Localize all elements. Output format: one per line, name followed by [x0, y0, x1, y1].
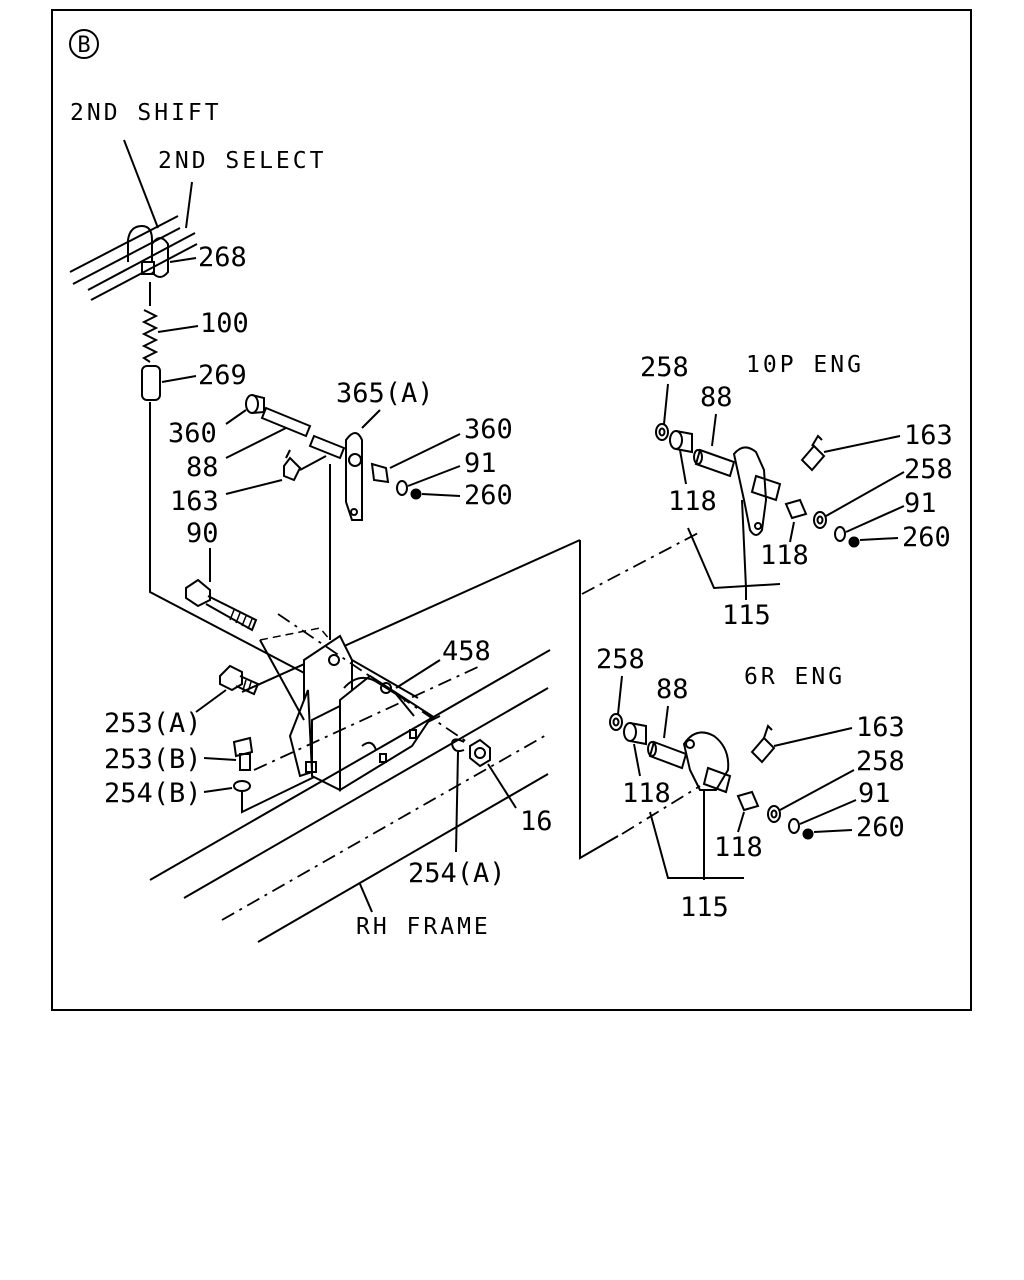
rh-frame: [149, 649, 551, 943]
guide-lines-main: [149, 402, 619, 860]
part-label-6r-163: 163: [856, 712, 905, 743]
part-label-458: 458: [442, 636, 491, 667]
grease-nipple-163-6r: [750, 724, 853, 764]
section-mark-letter: B: [77, 33, 90, 58]
bushing-360-right: [370, 433, 461, 484]
label-2nd-select: 2ND SELECT: [158, 148, 326, 174]
lever-6r: [682, 731, 732, 880]
part-label-268: 268: [198, 242, 247, 273]
washer-258-10p-b: [813, 471, 905, 529]
part-label-16: 16: [520, 806, 553, 837]
part-label-260: 260: [464, 480, 513, 511]
bracket-115-6r: [649, 811, 744, 879]
pin-260-10p: [848, 536, 899, 548]
part-label-10p-115: 115: [722, 600, 771, 631]
part-label-360-right: 360: [464, 414, 513, 445]
part-label-10p-118b: 118: [760, 540, 809, 571]
part-label-91: 91: [464, 448, 497, 479]
bushing-118-6r-a: [623, 722, 647, 777]
pin-269: [141, 365, 197, 401]
part-label-360-left: 360: [168, 418, 217, 449]
part-number-labels-10p: 258 88 163 258 91 260 118 118 115: [640, 352, 953, 631]
lever-10p: [732, 446, 782, 589]
part-label-6r-115: 115: [680, 892, 729, 923]
bolt-90: [185, 548, 258, 632]
bracket-458: [259, 627, 441, 792]
axis-10p: [581, 531, 701, 595]
washer-91-6r: [788, 799, 857, 834]
bushing-360-left: [225, 394, 265, 425]
grease-nipple-163-10p: [800, 434, 901, 472]
washer-258-6r-b: [767, 769, 855, 823]
part-label-6r-258a: 258: [596, 644, 645, 675]
pin-260-6r: [802, 828, 853, 840]
label-10p-eng: 10P ENG: [746, 352, 864, 378]
part-label-10p-88: 88: [700, 382, 733, 413]
bushing-118-6r-b: [736, 790, 760, 833]
assembly-6r-eng: [609, 675, 857, 880]
part-label-10p-118a: 118: [668, 486, 717, 517]
bracket-115-10p: [687, 527, 781, 600]
part-label-6r-88: 88: [656, 674, 689, 705]
section-mark: B: [69, 29, 99, 59]
assembly-10p-eng: [581, 383, 905, 600]
washer-91-10p: [834, 505, 905, 542]
part-label-254b: 254(B): [104, 778, 202, 809]
label-rh-frame: RH FRAME: [356, 914, 491, 940]
spring-100: [141, 282, 199, 363]
bushing-118-10p-a: [669, 430, 693, 485]
lever-365a: [345, 409, 381, 521]
part-label-90: 90: [186, 518, 219, 549]
diagram-border: [51, 9, 972, 1011]
washer-258-10p-a: [655, 383, 669, 441]
part-label-10p-258a: 258: [640, 352, 689, 383]
label-2nd-shift: 2ND SHIFT: [70, 100, 222, 126]
pin-260-upper: [410, 488, 461, 500]
bolt-253a: [195, 664, 260, 713]
axis-dashed-lines: [253, 613, 481, 771]
part-label-253a: 253(A): [104, 708, 202, 739]
part-label-6r-260: 260: [856, 812, 905, 843]
pin-88-10p: [693, 413, 736, 478]
part-label-6r-258b: 258: [856, 746, 905, 777]
annotation-labels: 2ND SHIFT 2ND SELECT 10P ENG 6R ENG RH F…: [70, 100, 864, 940]
clip-254a: [450, 738, 465, 853]
part-number-labels-6r: 258 88 163 258 91 260 118 118 115: [596, 644, 905, 923]
bolt-253b: [203, 736, 254, 771]
part-label-10p-91: 91: [904, 488, 937, 519]
part-label-6r-91: 91: [858, 778, 891, 809]
part-label-10p-258b: 258: [904, 454, 953, 485]
part-number-labels-main: 268 100 269 365(A) 360 88 163 90 360 91 …: [104, 242, 553, 889]
part-label-365a: 365(A): [336, 378, 434, 409]
leader-88-left: [225, 427, 287, 459]
cable-clamp-268: [127, 224, 197, 278]
nut-16: [469, 738, 517, 809]
pin-88-6r: [647, 705, 688, 770]
part-label-254a: 254(A): [408, 858, 506, 889]
part-label-269: 269: [198, 360, 247, 391]
grease-nipple-163-left: [225, 449, 327, 495]
part-label-10p-163: 163: [904, 420, 953, 451]
part-label-6r-118a: 118: [622, 778, 671, 809]
part-label-10p-260: 260: [902, 522, 951, 553]
part-label-6r-118b: 118: [714, 832, 763, 863]
pin-88-left: [260, 406, 346, 460]
part-label-253b: 253(B): [104, 744, 202, 775]
bushing-118-10p-b: [784, 498, 808, 543]
washer-91-upper: [396, 465, 461, 496]
part-label-88-left: 88: [186, 452, 219, 483]
part-label-163-left: 163: [170, 486, 219, 517]
washer-254b: [203, 780, 251, 793]
label-6r-eng: 6R ENG: [744, 664, 845, 690]
part-label-100: 100: [200, 308, 249, 339]
washer-258-6r-a: [609, 675, 623, 731]
